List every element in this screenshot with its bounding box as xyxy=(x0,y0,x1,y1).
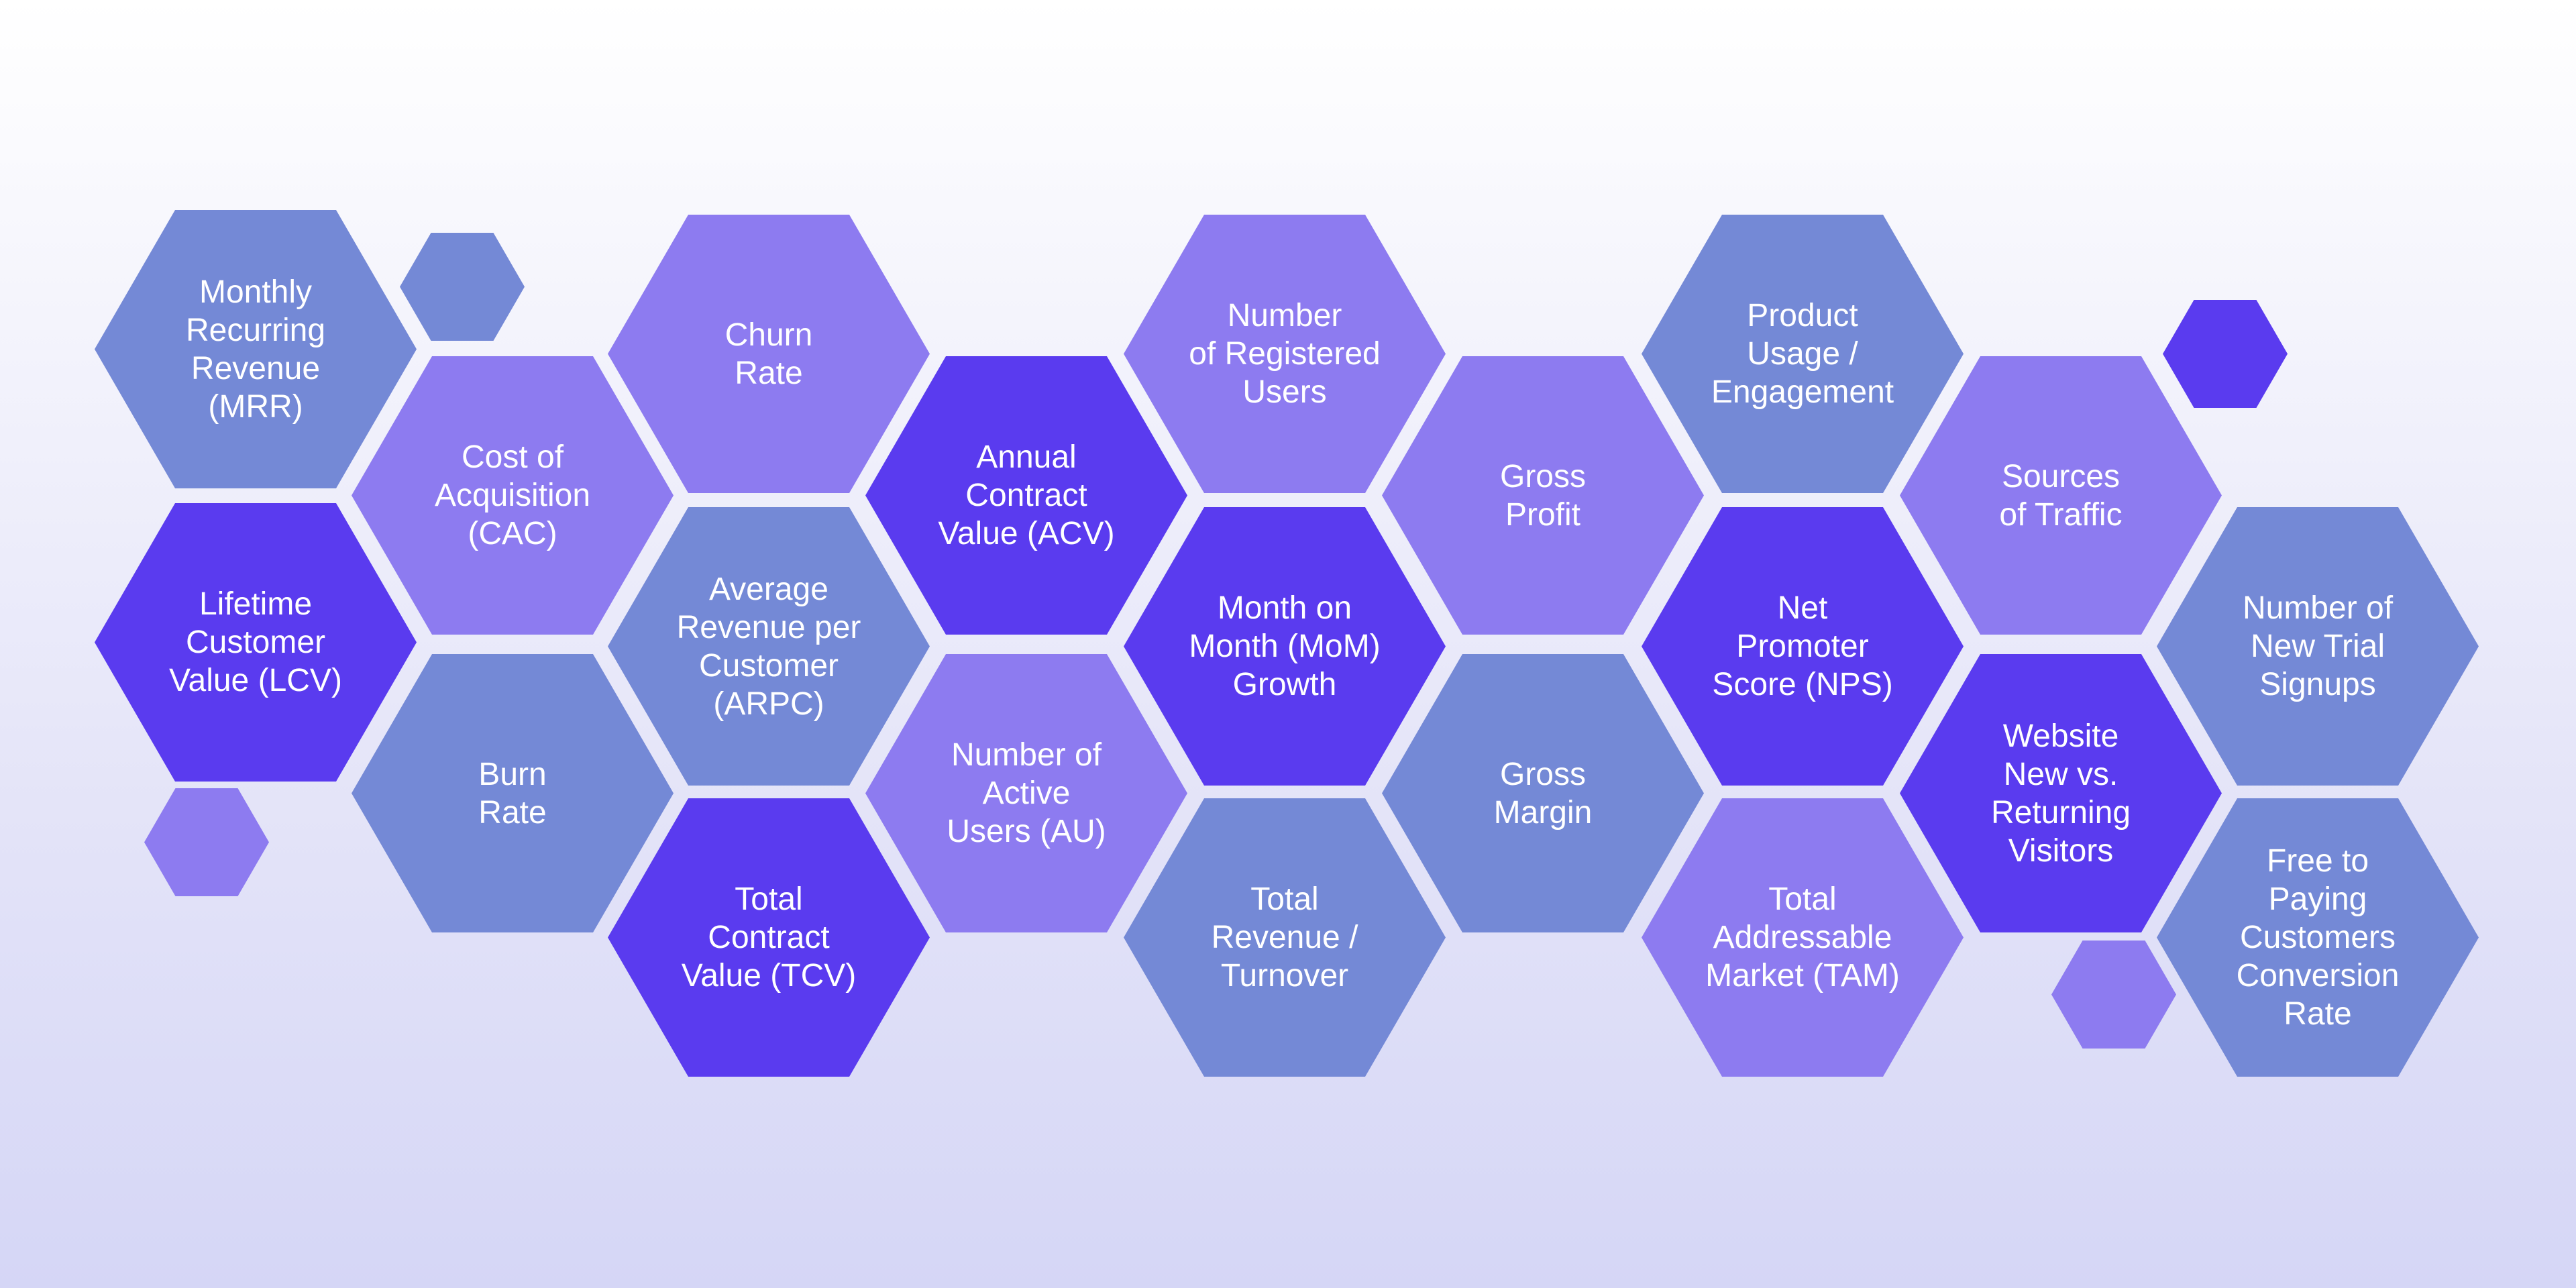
hexagon-mrr: Monthly Recurring Revenue (MRR) xyxy=(95,210,417,488)
hexagon-label-free-to-paying: Free to Paying Customers Conversion Rate xyxy=(2236,843,2400,1032)
hexagon-label-nps: Net Promoter Score (NPS) xyxy=(1712,590,1893,702)
hexagon-label-total-revenue: Total Revenue / Turnover xyxy=(1211,881,1358,994)
decorative-hexagon-1 xyxy=(400,233,525,341)
hexagon-tcv: Total Contract Value (TCV) xyxy=(608,798,930,1077)
hexagon-label-website-visitors: Website New vs. Returning Visitors xyxy=(1990,718,2131,869)
hexagon-arpc: Average Revenue per Customer (ARPC) xyxy=(608,507,930,786)
hexagon-gross-profit: Gross Profit xyxy=(1382,356,1704,635)
hexagon-lcv: Lifetime Customer Value (LCV) xyxy=(95,503,417,782)
hexagon-gross-margin: Gross Margin xyxy=(1382,654,1704,932)
hexagon-trial-signups: Number of New Trial Signups xyxy=(2157,507,2479,786)
hexagon-free-to-paying: Free to Paying Customers Conversion Rate xyxy=(2157,798,2479,1077)
hexagon-traffic-sources: Sources of Traffic xyxy=(1900,356,2222,635)
hexagon-label-burn-rate: Burn Rate xyxy=(478,756,547,830)
decorative-hexagon-4 xyxy=(2051,941,2176,1049)
hexagon-label-acv: Annual Contract Value (ACV) xyxy=(938,439,1115,551)
decorative-hexagon-3 xyxy=(2163,300,2288,408)
hexagon-label-cac: Cost of Acquisition (CAC) xyxy=(434,439,591,551)
hexagon-label-gross-margin: Gross Margin xyxy=(1493,756,1593,830)
hexagon-nps: Net Promoter Score (NPS) xyxy=(1642,507,1964,786)
hexagon-label-mrr: Monthly Recurring Revenue (MRR) xyxy=(185,274,326,425)
hexagon-product-usage: Product Usage / Engagement xyxy=(1642,215,1964,493)
hexagon-mom-growth: Month on Month (MoM) Growth xyxy=(1124,507,1446,786)
decorative-hexagon-2 xyxy=(144,788,269,896)
hexagon-label-tcv: Total Contract Value (TCV) xyxy=(681,881,857,994)
hexagon-tam: Total Addressable Market (TAM) xyxy=(1642,798,1964,1077)
hexagon-label-tam: Total Addressable Market (TAM) xyxy=(1705,881,1900,994)
hexagon-churn-rate: Churn Rate xyxy=(608,215,930,493)
hexagon-cac: Cost of Acquisition (CAC) xyxy=(352,356,674,635)
hexagon-label-lcv: Lifetime Customer Value (LCV) xyxy=(169,586,342,698)
hexagon-label-mom-growth: Month on Month (MoM) Growth xyxy=(1189,590,1381,702)
hexagon-acv: Annual Contract Value (ACV) xyxy=(865,356,1187,635)
hexagon-total-revenue: Total Revenue / Turnover xyxy=(1124,798,1446,1077)
hexagon-active-users: Number of Active Users (AU) xyxy=(865,654,1187,932)
hexagon-label-churn-rate: Churn Rate xyxy=(724,317,813,391)
hexagon-registered-users: Number of Registered Users xyxy=(1124,215,1446,493)
hexagon-label-arpc: Average Revenue per Customer (ARPC) xyxy=(676,571,861,722)
hexagon-label-traffic-sources: Sources of Traffic xyxy=(1999,458,2123,533)
hexagon-label-product-usage: Product Usage / Engagement xyxy=(1711,298,1894,410)
hexagon-label-registered-users: Number of Registered Users xyxy=(1189,298,1381,410)
hexagon-label-gross-profit: Gross Profit xyxy=(1499,458,1586,533)
hexagon-label-trial-signups: Number of New Trial Signups xyxy=(2242,590,2394,702)
hexagon-burn-rate: Burn Rate xyxy=(352,654,674,932)
hexagon-website-visitors: Website New vs. Returning Visitors xyxy=(1900,654,2222,932)
hexagon-label-active-users: Number of Active Users (AU) xyxy=(947,737,1106,849)
